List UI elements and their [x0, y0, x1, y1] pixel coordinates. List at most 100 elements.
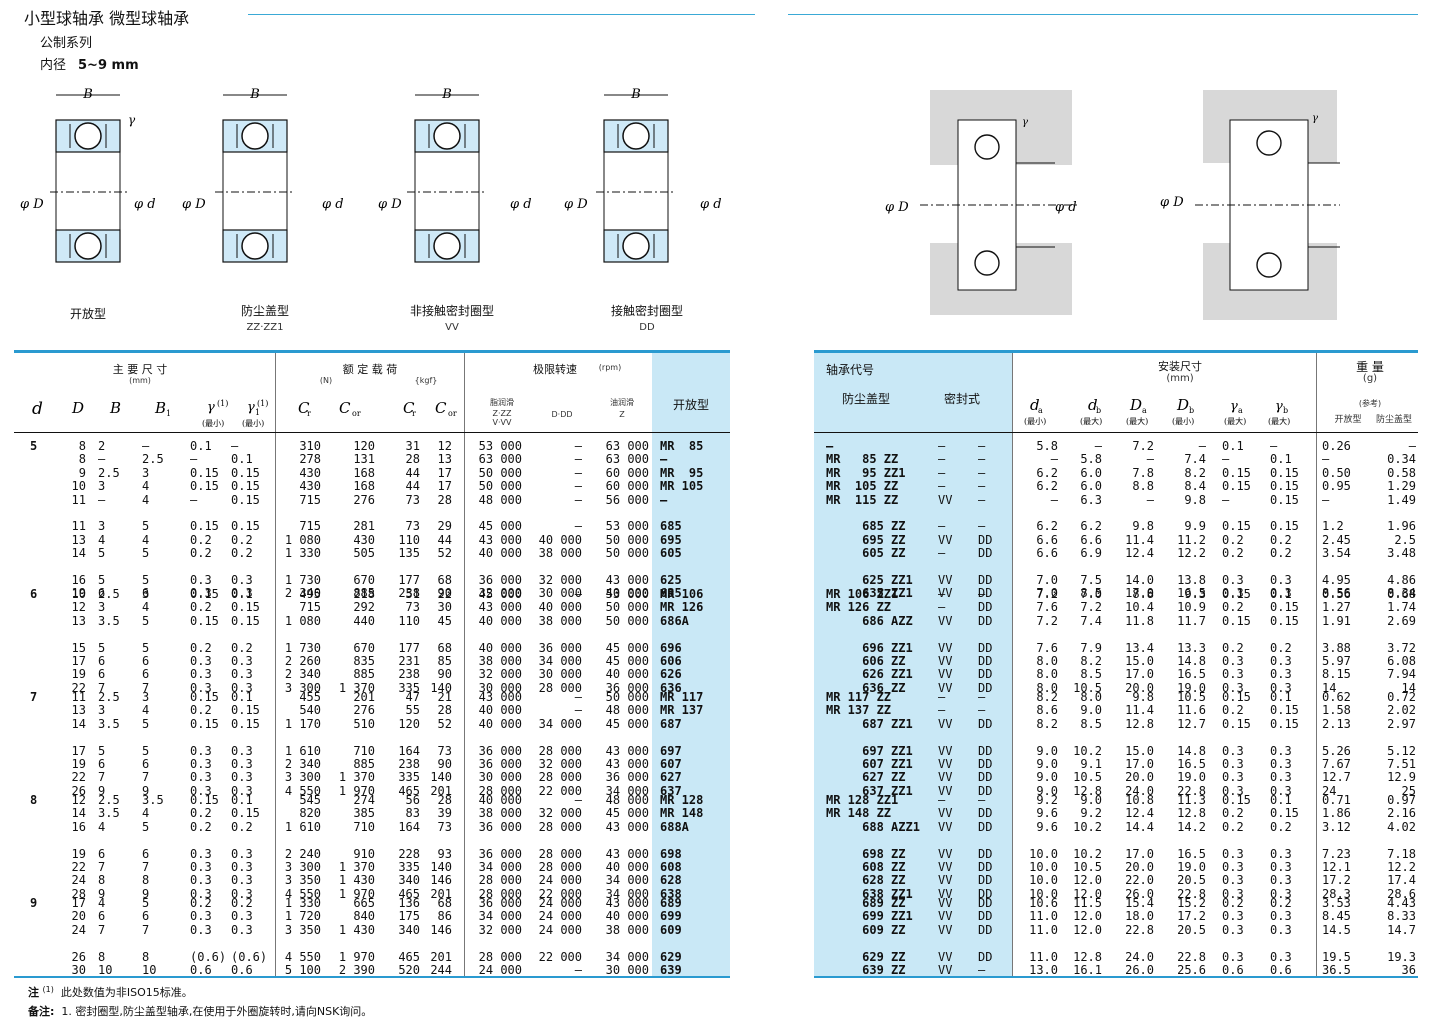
col-d: 11 13 14 17 19 22 26: [71, 690, 86, 798]
col-sd: — 40 000 38 000 36 000 34 000 30 000 28 …: [538, 587, 582, 695]
hdr-B1: B: [154, 399, 166, 417]
hdr-r-min: (最小): [202, 419, 224, 428]
col-cork: 68 86 146 201 244: [430, 896, 452, 978]
rcol-rb: 0.2 0.3 0.3 0.3 0.6: [1270, 896, 1292, 978]
right-table-divider-1: [1012, 353, 1013, 977]
right-bottom-rule: [814, 976, 1418, 978]
install-figure-a: φ D φ d γ: [885, 90, 1080, 315]
col-cor: 274 385 710 910 1 370 1 430 1 970: [338, 793, 375, 901]
hdr-ra-sub: a: [1238, 406, 1243, 415]
rcol-ra: 0.15 0.2 0.15 0.2 0.3 0.3 0.3: [1222, 587, 1251, 695]
bore-label: 内径: [40, 58, 67, 73]
right-header-rule: [814, 432, 1418, 433]
col-sg: 43 000 40 000 40 000 36 000 36 000 30 00…: [478, 690, 522, 798]
col-b1: 3 4 5 5 6 6 7: [142, 587, 150, 695]
rcol-code: MR 106 ZZ1 MR 126 ZZ 686 AZZ 696 ZZ1 606…: [826, 587, 913, 695]
col-b1: — 2.5 3 4 4 5 4 5 5 6: [142, 439, 164, 601]
hdr-Da: D: [1129, 396, 1142, 414]
open-type-header: 开放型: [672, 398, 709, 412]
footnote-text: 此处数值为非ISO15标准。: [60, 986, 193, 999]
install-unit: (mm): [1166, 373, 1194, 384]
hdr-r1-min: (最小): [242, 419, 264, 428]
hdr-D: D: [71, 399, 84, 417]
col-cr: 1 330 1 720 3 350 4 550 5 100: [284, 896, 321, 978]
hdr-r-note: (1): [217, 399, 228, 408]
hdr-Db: D: [1176, 396, 1189, 414]
rcol-code: 689 ZZ 699 ZZ1 609 ZZ 629 ZZ 639 ZZ: [862, 896, 913, 978]
left-table-divider-2: [464, 353, 465, 977]
rcol-seal: — — VV VV VV VV VV: [938, 587, 953, 695]
load-unit-kgf: {kgf}: [414, 376, 438, 385]
rcol-ra: 0.2 0.3 0.3 0.3 0.6: [1222, 896, 1244, 978]
remark-text: 1. 密封圈型,防尘盖型轴承,在使用于外圈旋转时,请向NSK询问。: [61, 1005, 373, 1018]
right-symbol-header: d d D D γ γ a b a b a b (最小) (最大) (最大) (…: [1024, 396, 1290, 426]
hdr-B1-sub: 1: [166, 409, 171, 418]
col-cr: 545 820 1 610 2 240 3 300 3 350 4 550: [284, 793, 321, 901]
grease-sub2: V·VV: [492, 418, 512, 427]
remark-1: 备注: 1. 密封圈型,防尘盖型轴承,在使用于外圈旋转时,请向NSK询问。: [28, 1003, 372, 1019]
rcol-db: 11.5 12.0 12.0 12.8 16.1: [1073, 896, 1102, 978]
dim-B1: B: [249, 87, 260, 102]
rcol-da: 8.2 8.6 8.2 9.0 9.0 9.0 9.0: [1036, 690, 1058, 798]
oil-sub: Z: [619, 410, 625, 419]
hdr-Db-sub: b: [1189, 406, 1194, 415]
fig-label-shield: 防尘盖型: [240, 304, 289, 318]
bore-d: 8: [30, 793, 38, 807]
page-title: 小型球轴承 微型球轴承: [24, 9, 190, 28]
dim-d: φ d: [134, 197, 156, 212]
hdr-da-sub: a: [1038, 406, 1043, 415]
left-header-rule: [14, 432, 730, 433]
weight-ref: (参考): [1358, 399, 1382, 408]
rcol-rb: — 0.1 0.15 0.15 0.15 0.15 0.2 0.2 0.3 0.…: [1270, 439, 1299, 601]
rcol-db: 9.3 10.9 11.7 13.3 14.8 16.5 19.0: [1177, 587, 1206, 695]
hdr-Cr-kgf-sub: r: [412, 409, 416, 418]
rcol-da: 8.8 10.4 11.8 13.4 15.0 17.0 20.0: [1125, 587, 1154, 695]
footnote-1: 注 (1) 此处数值为非ISO15标准。: [28, 984, 193, 1000]
open-type-column-bg: [652, 353, 730, 977]
col-open: MR 106 MR 126 686A 696 606 626 636: [660, 587, 704, 695]
dim-B1-4: B: [630, 87, 641, 102]
col-cork: 21 28 52 73 90 140 201: [430, 690, 452, 798]
rcol-db: 8.0 9.0 8.5 10.2 9.1 10.5 12.8: [1073, 690, 1102, 798]
footnote-label: 注: [28, 986, 39, 999]
col-so: 50 000 48 000 45 000 43 000 43 000 36 00…: [605, 690, 649, 798]
col-crk: 51 73 110 177 231 238 335: [398, 587, 420, 695]
col-so: 53 000 50 000 50 000 45 000 45 000 40 00…: [605, 587, 649, 695]
series-label: 公制系列: [40, 36, 93, 51]
col-so: 43 000 40 000 38 000 34 000 30 000: [605, 896, 649, 978]
dd-header: D·DD: [551, 410, 573, 419]
col-cr: 310 278 430 430 715 715 1 080 1 330 1 73…: [284, 439, 321, 601]
dd-type-figure: B φ D φ d: [564, 87, 722, 263]
remark-label: 备注:: [28, 1005, 55, 1018]
col-cor: 120 131 168 168 276 281 430 505 670 885: [353, 439, 375, 601]
hdr-r1: γ: [247, 400, 255, 415]
col-crk: 136 175 340 465 520: [398, 896, 420, 978]
dim-D-2: φ D: [182, 197, 206, 212]
rcol-db: — 5.8 6.0 6.0 6.3 6.2 6.6 6.9 7.5 8.5: [1080, 439, 1102, 601]
main-dims-header: 主 要 尺 寸: [112, 363, 168, 376]
rcol-seal2: — — DD DD DD DD DD: [978, 690, 993, 798]
col-sd: — 32 000 28 000 28 000 28 000 24 000 22 …: [538, 793, 582, 901]
dim-d-2: φ d: [322, 197, 344, 212]
rcol-ws: — 0.34 0.58 1.29 1.49 1.96 2.5 3.48 4.86…: [1387, 439, 1416, 601]
col-cork: 28 39 73 93 140 146 201: [430, 793, 452, 901]
col-sg: 53 000 63 000 50 000 50 000 48 000 45 00…: [478, 439, 522, 601]
right-table-divider-2: [1316, 353, 1317, 977]
col-sg: 45 000 43 000 40 000 40 000 38 000 32 00…: [478, 587, 522, 695]
installation-figures: φ D φ d γ φ D γ: [885, 90, 1340, 320]
seal-header: 密封式: [944, 392, 981, 406]
fig-label-vv: 非接触密封圈型: [409, 304, 494, 318]
rcol-code: MR 117 ZZ MR 137 ZZ 687 ZZ1 697 ZZ1 607 …: [826, 690, 913, 798]
col-r: 0.15 0.2 0.15 0.3 0.3 0.3 0.3: [190, 690, 219, 798]
open-type-figure: B φ D φ d γ: [20, 87, 156, 263]
weight-unit: (g): [1362, 373, 1378, 384]
hdr-db-sub: b: [1096, 406, 1101, 415]
rcol-wo: 0.26 — 0.50 0.95 — 1.2 2.45 3.54 4.95 8.…: [1322, 439, 1351, 601]
bore-value: 5~9 mm: [78, 58, 139, 73]
dim-rb: γ: [1312, 113, 1318, 124]
fig-sub-dd: DD: [639, 322, 655, 333]
vv-type-figure: B φ D φ d: [378, 87, 532, 263]
dim-Da: φ D: [885, 200, 909, 215]
hdr-Cor-kgf-sub: or: [448, 409, 457, 418]
fig-sub-vv: VV: [445, 322, 459, 333]
